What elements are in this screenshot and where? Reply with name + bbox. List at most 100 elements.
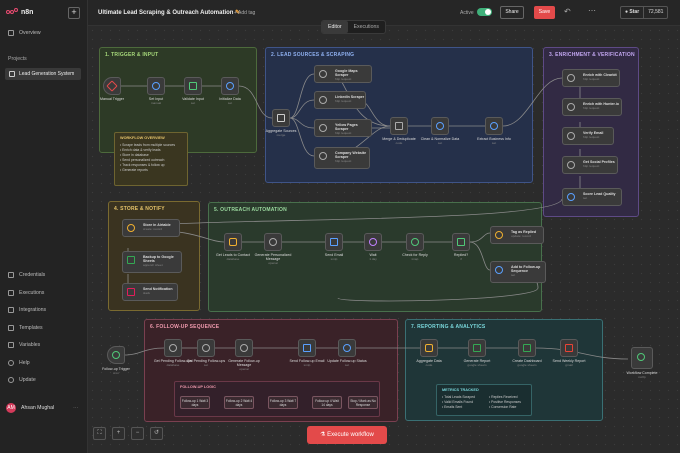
zoom-in-button[interactable]: + [112,427,125,440]
sheets-icon [523,344,531,352]
node-create-dashboard[interactable] [518,339,536,357]
more-menu-icon[interactable]: ⋯ [588,6,596,15]
node-check-for-reply[interactable] [406,233,424,251]
node-clean-normalize[interactable] [431,117,449,135]
edit-pencil-icon[interactable]: ✎ [235,10,241,16]
user-more-icon[interactable]: ⋯ [73,405,79,411]
node-wait[interactable] [364,233,382,251]
node-validate-input[interactable] [184,77,202,95]
sidebar-item-integrations[interactable]: Integrations [8,307,46,313]
node-initialize-data[interactable] [221,77,239,95]
node-merge-deduplicate[interactable] [390,117,408,135]
branch-icon [457,238,465,246]
projects-heading: Projects [8,56,27,62]
user-menu[interactable]: AM Ahsan Mughal ⋯ [6,403,78,413]
node-extract-business-info[interactable] [485,117,503,135]
sidebar-item-variables[interactable]: Variables [8,342,40,348]
node-manual-trigger[interactable] [103,77,121,95]
node-send-email[interactable] [325,233,343,251]
zoom-out-button[interactable]: − [131,427,144,440]
sidebar-item-credentials[interactable]: Credentials [8,272,45,278]
node-send-follow-up-email[interactable] [298,339,316,357]
node-aggregate-sources[interactable] [272,109,290,127]
node-generate-follow-up[interactable] [235,339,253,357]
node-set-input[interactable] [147,77,165,95]
sidebar-item-update[interactable]: Update [8,377,36,383]
workflow-canvas[interactable]: 1. TRIGGER & INPUT 2. LEAD SOURCES & SCR… [88,26,680,453]
sticky-outreach[interactable]: 5. OUTREACH AUTOMATION [208,202,542,312]
tab-executions[interactable]: Executions [353,24,379,30]
update-icon [8,377,14,383]
workflow-overview-note: WORKFLOW OVERVIEW • Scrape leads from mu… [114,132,188,186]
node-replied-if[interactable] [452,233,470,251]
active-toggle[interactable] [477,8,492,16]
node-get-pending-follow-ups[interactable] [164,339,182,357]
github-star-button[interactable]: ● Star 72,581 [620,6,669,19]
tab-editor[interactable]: Editor [322,21,348,33]
pen-icon [343,344,351,352]
metrics-note: METRICS TRACKED • Total Leads Scraped • … [436,384,532,416]
sidebar-item-help[interactable]: Help [8,360,30,366]
database-icon [202,344,210,352]
app-name: n8n [21,8,34,16]
node-get-pending-follow-ups-set[interactable] [197,339,215,357]
node-aggregate-data[interactable] [420,339,438,357]
node-update-follow-up-status[interactable] [338,339,356,357]
sidebar-item-overview[interactable]: Overview [8,30,41,36]
database-icon [425,344,433,352]
star-count: 72,581 [643,7,667,18]
clock-icon [112,351,120,359]
globe-icon [319,96,327,104]
globe-icon [319,70,327,78]
sidebar-item-project[interactable]: Lead Generation System [5,68,81,80]
node-send-weekly-report[interactable] [560,339,578,357]
pen-icon [495,266,503,274]
pen-icon [490,122,498,130]
sidebar-item-templates[interactable]: Templates [8,325,43,331]
node-generate-report[interactable] [468,339,486,357]
check-icon [637,353,645,361]
node-workflow-complete[interactable] [631,347,653,369]
workflow-title[interactable]: Ultimate Lead Scraping & Outreach Automa… [98,10,241,16]
n8n-logo[interactable]: n8n [6,8,33,16]
lightning-icon [106,80,118,92]
save-button[interactable]: Save [534,6,555,19]
add-tag-button[interactable]: + Add tag [234,10,256,16]
undo-icon[interactable]: ↶ [564,7,571,16]
node-generate-message[interactable] [264,233,282,251]
fit-view-button[interactable]: ⛶ [93,427,106,440]
layers-icon [9,71,15,77]
execute-workflow-button[interactable]: ⚗ Execute workflow [307,426,387,444]
new-button[interactable]: + [68,7,80,19]
share-button[interactable]: Share [500,6,524,19]
logic-step-4: Follow-up 4 Wait 14 days [312,396,342,409]
flask-icon: ⚗ [320,432,328,438]
node-get-leads-to-contact[interactable] [224,233,242,251]
sidebar-item-executions[interactable]: Executions [8,290,44,296]
sticky-lead-sources[interactable]: 2. LEAD SOURCES & SCRAPING [265,47,533,183]
active-label: Active [460,10,474,16]
node-follow-up-trigger[interactable] [107,346,125,364]
reset-zoom-button[interactable]: ↺ [150,427,163,440]
